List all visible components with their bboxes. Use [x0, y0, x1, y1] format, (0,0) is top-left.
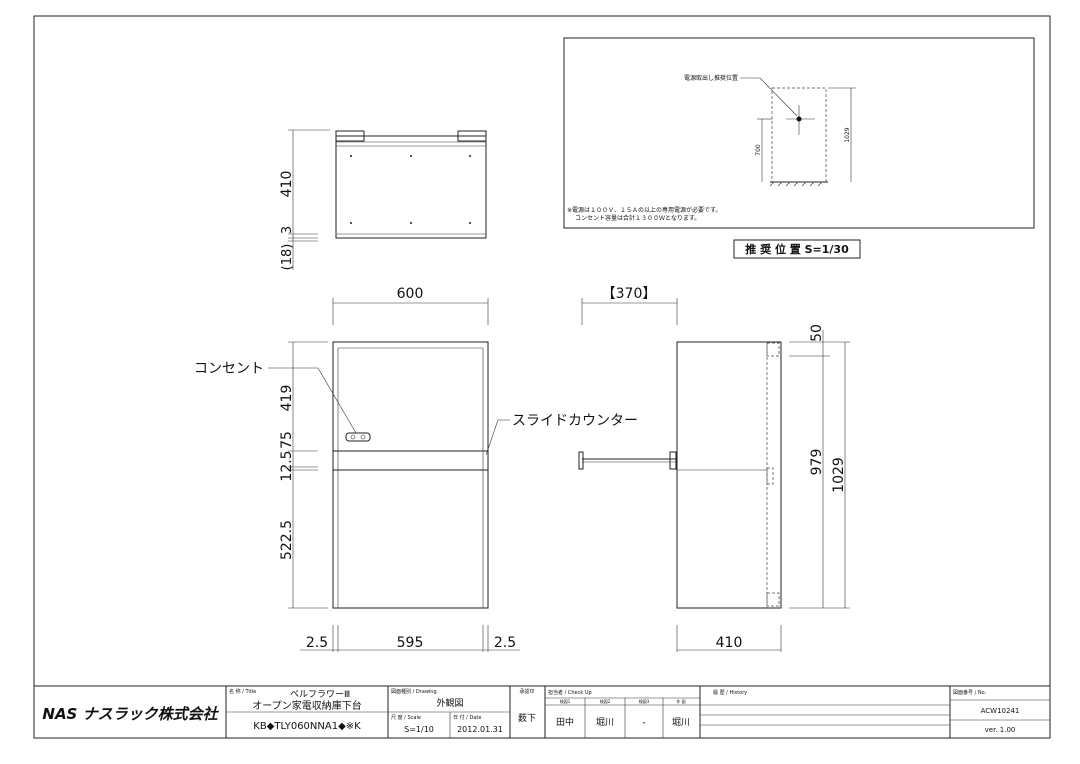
dim-12-5: 12.5	[279, 450, 295, 481]
date-value: 2012.01.31	[457, 725, 503, 734]
dim-2-5-left: 2.5	[306, 635, 328, 651]
title-block: NAS ナスラック株式会社 名 称 / Title ベルフラワーⅢ オープン家電…	[34, 685, 1050, 738]
company-logo: NAS ナスラック株式会社	[42, 705, 219, 723]
drafter: 堀川	[672, 717, 690, 728]
dim-370: 【370】	[602, 286, 657, 302]
version: ver. 1.00	[985, 726, 1016, 734]
dim-18-top: (18)	[280, 244, 295, 271]
inset-note-line2: コンセント容量は合計１３００Ｗとなります。	[575, 214, 700, 222]
slide-counter	[332, 450, 489, 471]
outlet-position-marker	[796, 116, 802, 122]
dim-979: 979	[809, 449, 825, 476]
dim-600: 600	[397, 286, 424, 302]
dim-75: 75	[279, 431, 295, 449]
label-slide-counter: スライドカウンター	[512, 413, 638, 429]
check-header: 担当者 / Check Up	[548, 689, 592, 696]
approval-header: 承認印	[519, 688, 534, 695]
dim-522-5: 522.5	[279, 520, 295, 560]
dim-1029: 1029	[831, 457, 847, 493]
label-outlet: コンセント	[194, 361, 264, 377]
scale-header: 尺 度 / Scale	[391, 714, 421, 721]
checker-3: -	[642, 718, 645, 728]
top-view: 410 3 (18)	[279, 129, 487, 271]
dim-410-top: 410	[279, 171, 295, 198]
col1-header: 検図1	[560, 698, 571, 704]
top-view-body	[335, 135, 487, 239]
dim-410-side: 410	[716, 635, 743, 651]
inset-note-line1: ※電源は１００Ｖ、１５Ａの以上の専用電源が必要です。	[567, 206, 721, 214]
scale-value: S=1/10	[404, 725, 434, 734]
front-view: 600 419 75 12.5 522.5 2.5 595 2.5 コンセント …	[194, 286, 638, 652]
side-view-body	[676, 341, 782, 609]
dim-419: 419	[279, 385, 295, 412]
checker-2: 堀川	[596, 717, 614, 728]
drawing-header: 図面種別 / Drawing	[391, 688, 437, 695]
inset-caption: 推 奨 位 置 S=1/30	[745, 242, 849, 256]
top-view-right-leg	[457, 130, 487, 142]
outlet-icon	[345, 432, 371, 442]
front-view-body	[332, 341, 489, 609]
col3-header: 検図3	[639, 698, 650, 704]
inset-dim-700: 700	[755, 144, 762, 156]
dim-2-5-right: 2.5	[494, 635, 516, 651]
label-outlet-position: 電源取出し推奨位置	[684, 74, 738, 82]
sheet-border	[33, 15, 1051, 739]
recommended-position-inset: 電源取出し推奨位置 700 1029 ※電源は１００Ｖ、１５Ａの以上の専用電源が…	[563, 37, 1035, 259]
checker-1: 田中	[556, 716, 574, 728]
date-header: 日 付 / Date	[453, 714, 481, 721]
inset-caption-box	[733, 239, 861, 259]
col2-header: 検図2	[600, 698, 611, 704]
drawing-number: ACW10241	[981, 707, 1020, 715]
title-line1: ベルフラワーⅢ	[290, 689, 350, 700]
dim-50: 50	[809, 324, 825, 342]
title-header: 名 称 / Title	[229, 688, 256, 695]
dim-3-top: 3	[280, 226, 295, 234]
dim-595: 595	[397, 635, 424, 651]
approval-name: 薮下	[518, 712, 536, 724]
col4-header: 作 図	[676, 698, 685, 704]
inset-frame	[563, 37, 1035, 229]
title-line2: オープン家電収納庫下台	[252, 699, 361, 712]
history-header: 履 歴 / History	[713, 690, 747, 696]
inset-dim-1029: 1029	[844, 127, 851, 142]
model-number: KB◆TLY060NNA1◆※K	[253, 721, 361, 732]
no-header: 図面番号 / No.	[953, 689, 987, 696]
drawing-type: 外観図	[436, 697, 463, 709]
side-view: 【370】 50 979 1029 410	[578, 286, 850, 652]
top-view-left-leg	[335, 130, 365, 142]
